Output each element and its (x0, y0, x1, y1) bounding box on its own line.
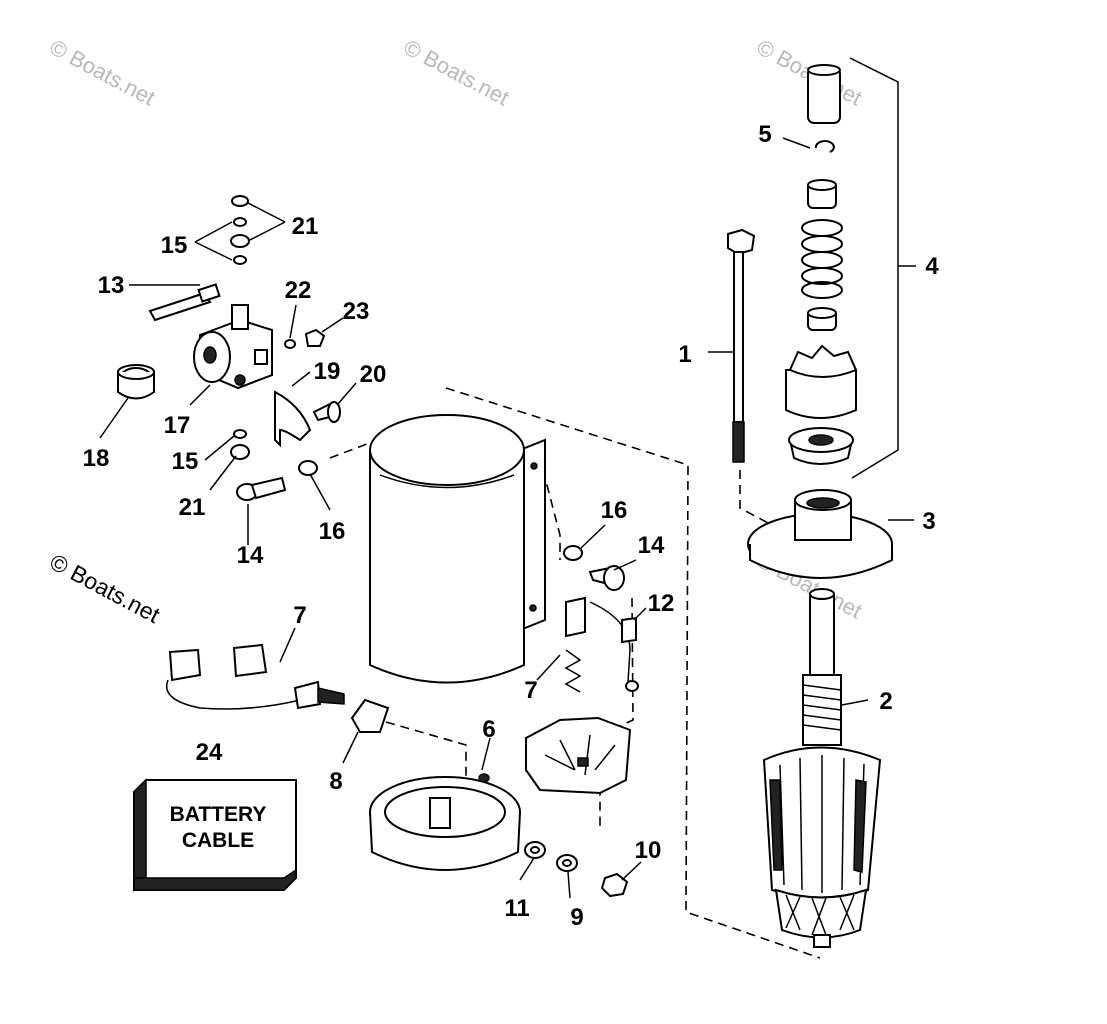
leader-lines (99, 137, 916, 899)
upper-end-cap (747, 489, 893, 579)
callout-14: 14 (638, 532, 665, 559)
callout-5: 5 (758, 121, 771, 148)
brush-hardware (563, 545, 639, 693)
armature (762, 588, 882, 948)
item-4-bracket (849, 57, 899, 479)
drive-assembly (785, 64, 858, 465)
callout-13: 13 (98, 272, 125, 299)
battery-cable-line-1: BATTERY (170, 803, 267, 826)
callout-4: 4 (925, 253, 939, 280)
lower-end-cap (369, 773, 521, 871)
callout-8: 8 (329, 768, 342, 795)
callout-3: 3 (922, 508, 935, 535)
callout-numbers: 1 2 3 4 5 6 7 7 8 9 10 11 12 13 14 14 15… (83, 121, 940, 931)
callout-24: 24 (196, 739, 223, 766)
callout-21: 21 (179, 494, 206, 521)
callout-23: 23 (343, 298, 370, 325)
solenoid (193, 304, 273, 390)
callout-2: 2 (879, 688, 892, 715)
brush-lead-assembly (166, 643, 390, 733)
callout-19: 19 (314, 358, 341, 385)
callout-18: 18 (83, 445, 110, 472)
watermark: © Boats.net (400, 34, 514, 110)
brush-plate (525, 716, 632, 795)
callout-17: 17 (164, 412, 191, 439)
callout-21: 21 (292, 213, 319, 240)
watermark: © Boats.net (46, 34, 160, 110)
callout-1: 1 (678, 341, 691, 368)
callout-9: 9 (570, 904, 583, 931)
field-frame (369, 414, 546, 684)
terminal-hardware (524, 841, 629, 898)
callout-15: 15 (172, 448, 199, 475)
callout-12: 12 (648, 590, 675, 617)
callout-16: 16 (319, 518, 346, 545)
callout-10: 10 (635, 837, 662, 864)
battery-cable-line-2: CABLE (182, 829, 254, 852)
callout-22: 22 (285, 277, 312, 304)
callout-7: 7 (524, 677, 537, 704)
callout-16: 16 (601, 497, 628, 524)
callout-15: 15 (161, 232, 188, 259)
battery-cable-box: BATTERY CABLE (133, 778, 297, 892)
callout-6: 6 (482, 716, 495, 743)
watermark: © Boats.net (46, 548, 165, 628)
solenoid-hardware (117, 195, 341, 501)
callout-11: 11 (504, 895, 529, 922)
through-bolt (727, 228, 756, 463)
callout-20: 20 (360, 361, 387, 388)
callout-7: 7 (293, 602, 306, 629)
callout-14: 14 (237, 542, 264, 569)
